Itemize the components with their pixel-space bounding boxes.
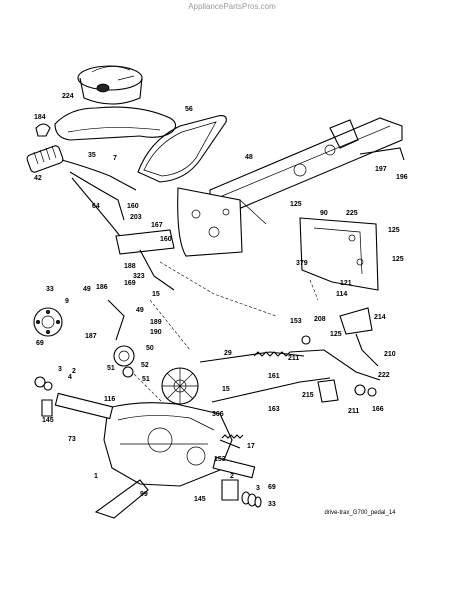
- part-label: 197: [375, 166, 387, 173]
- part-label: 187: [85, 333, 97, 340]
- part-label: 42: [34, 175, 42, 182]
- battery-assembly: [77, 65, 143, 105]
- part-label: 69: [36, 340, 44, 347]
- part-label: 186: [96, 284, 108, 291]
- part-label: 90: [320, 210, 328, 217]
- part-label: 196: [396, 174, 408, 181]
- part-label: 99: [140, 491, 148, 498]
- part-label: 4: [68, 374, 72, 381]
- springs: [221, 351, 291, 439]
- part-label: 51: [142, 376, 150, 383]
- shift-lever-assembly: [107, 229, 175, 378]
- part-label: 189: [150, 319, 162, 326]
- transaxle: [54, 392, 256, 501]
- part-label: 48: [245, 154, 253, 161]
- part-label: 116: [104, 396, 115, 403]
- part-label: 35: [88, 152, 96, 159]
- wheel-hub-left: [33, 307, 63, 417]
- part-label: 125: [388, 227, 400, 234]
- part-label: 69: [268, 484, 276, 491]
- part-label: 17: [247, 443, 255, 450]
- part-label: 145: [42, 417, 54, 424]
- linkage-dashes: [119, 261, 319, 411]
- part-label: 15: [222, 386, 230, 393]
- part-label: 64: [92, 203, 100, 210]
- cooling-fan: [161, 367, 199, 405]
- part-label: 125: [330, 331, 342, 338]
- part-label: 29: [224, 350, 232, 357]
- part-label: 161: [268, 373, 280, 380]
- part-label: 215: [302, 392, 314, 399]
- control-rods: [199, 351, 331, 449]
- drive-belt: [137, 115, 227, 183]
- part-label: 160: [127, 203, 139, 210]
- diagram-caption: drive-trax_G700_pedal_14: [324, 510, 396, 516]
- part-label: 121: [340, 280, 352, 287]
- part-label: 163: [268, 406, 280, 413]
- part-label: 33: [268, 501, 276, 508]
- part-label: 208: [314, 316, 326, 323]
- part-label: 125: [392, 256, 404, 263]
- part-label: 153: [290, 318, 302, 325]
- part-label: 145: [194, 496, 206, 503]
- part-label: 73: [68, 436, 76, 443]
- part-label: 1: [94, 473, 98, 480]
- part-label: 7: [113, 155, 117, 162]
- part-label: 153: [214, 456, 226, 463]
- deck-shroud: [54, 106, 177, 141]
- part-label: 49: [83, 286, 91, 293]
- part-label: 2: [72, 368, 76, 375]
- part-label: 2: [230, 473, 234, 480]
- part-label: 323: [133, 273, 145, 280]
- bypass-rod: [94, 479, 149, 519]
- part-label: 211: [288, 355, 299, 362]
- pedal-assembly: [289, 307, 381, 403]
- part-label: 203: [130, 214, 142, 221]
- part-label: 50: [146, 345, 154, 352]
- handle-grip: [26, 123, 64, 173]
- part-label: 114: [336, 291, 347, 298]
- part-label: 3: [256, 485, 260, 492]
- part-label: 51: [107, 365, 115, 372]
- part-label: 184: [34, 114, 46, 121]
- part-labels: 224 184 56 35 42 7 48 197 196 64 160 203…: [34, 93, 408, 508]
- part-label: 210: [384, 351, 396, 358]
- part-label: 56: [185, 106, 193, 113]
- part-label: 222: [378, 372, 390, 379]
- part-label: 49: [136, 307, 144, 314]
- part-label: 169: [124, 280, 136, 287]
- part-label: 224: [62, 93, 74, 100]
- part-label: 160: [160, 236, 172, 243]
- pedal-bracket: [299, 217, 379, 291]
- part-label: 52: [141, 362, 149, 369]
- part-label: 3: [58, 366, 62, 373]
- part-label: 188: [124, 263, 136, 270]
- wheel-hub-right: [241, 491, 262, 508]
- part-label: 15: [152, 291, 160, 298]
- part-label: 33: [46, 286, 54, 293]
- part-label: 166: [372, 406, 384, 413]
- part-label: 306: [212, 411, 224, 418]
- part-label: 211: [348, 408, 359, 415]
- part-label: 9: [65, 298, 69, 305]
- part-label: 167: [151, 222, 163, 229]
- part-label: 379: [296, 260, 308, 267]
- main-frame: [177, 117, 405, 257]
- watermark: AppliancePartsPros.com: [188, 2, 276, 11]
- part-label: 125: [290, 201, 302, 208]
- part-label: 225: [346, 210, 358, 217]
- part-label: 190: [150, 329, 162, 336]
- part-label: 214: [374, 314, 386, 321]
